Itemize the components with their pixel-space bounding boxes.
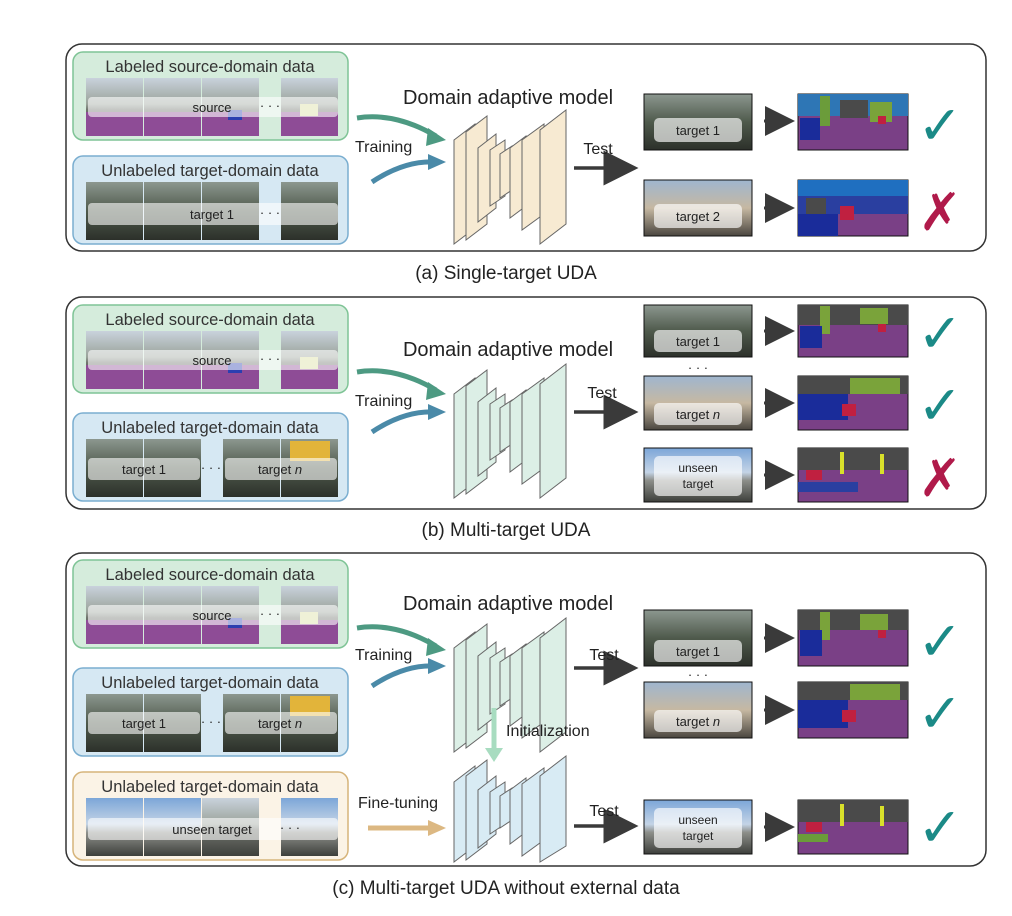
test-label: Test (589, 647, 619, 664)
target-training-arrow (370, 409, 437, 435)
test-label: Test (583, 141, 613, 158)
test-label: Test (587, 385, 617, 402)
finetuned-model-network (453, 754, 567, 864)
target-data-label: Unlabeled target-domain data (101, 162, 319, 180)
target-overlay-1: target 1 (122, 716, 166, 731)
segmentation-map-1 (797, 93, 909, 151)
test-image-label-line2: target (683, 829, 714, 843)
source-data-label: Labeled source-domain data (105, 311, 315, 329)
model-title: Domain adaptive model (403, 87, 613, 109)
ellipsis: · · · (260, 205, 280, 220)
check-mark: ✓ (917, 610, 962, 673)
test-image-label-line1: unseen (678, 461, 717, 475)
training-label: Training (355, 647, 412, 664)
test-label-2: Test (589, 803, 619, 820)
target-overlay-1: target 1 (122, 462, 166, 477)
initialization-label: Initialization (506, 723, 590, 740)
source-overlay: source (192, 353, 231, 368)
panel-a-frame (65, 43, 987, 252)
source-overlay: source (192, 608, 231, 623)
model-title: Domain adaptive model (403, 593, 613, 615)
segmentation-map-2 (797, 375, 909, 431)
target-data-label: Unlabeled target-domain data (101, 419, 319, 437)
panel-b-frame (65, 296, 987, 510)
caption-b: (b) Multi-target UDA (422, 520, 591, 541)
ellipsis: · · · (280, 820, 300, 835)
cross-mark: ✗ (918, 183, 962, 243)
test-image-label: target 1 (676, 123, 720, 138)
model-title: Domain adaptive model (403, 339, 613, 361)
training-label: Training (355, 139, 412, 156)
segmentation-map-3 (797, 799, 909, 855)
ellipsis: · · · (201, 714, 221, 729)
panel-c-frame (65, 552, 987, 867)
cross-mark: ✗ (918, 449, 962, 509)
test-image-label: target 1 (676, 644, 720, 659)
model-network (453, 108, 567, 246)
test-image-label: target 2 (676, 209, 720, 224)
target-overlay: target 1 (190, 207, 234, 222)
vertical-ellipsis: · · · (688, 667, 708, 682)
model-network (453, 362, 567, 500)
target-data-label: Unlabeled target-domain data (101, 674, 319, 692)
target-training-arrow (370, 663, 437, 689)
panel-a: Labeled source-domain data source · · · … (65, 43, 987, 284)
test-image-label-line1: unseen (678, 813, 717, 827)
vertical-ellipsis: · · · (688, 360, 708, 375)
source-training-arrow (356, 368, 438, 393)
caption-a: (a) Single-target UDA (415, 263, 597, 284)
check-mark: ✓ (917, 796, 962, 859)
test-image-label-line2: target (683, 477, 714, 491)
source-data-label: Labeled source-domain data (105, 566, 315, 584)
panel-c: Labeled source-domain data source · · · … (65, 552, 987, 899)
target-overlay-bg (88, 203, 338, 225)
panel-b: Labeled source-domain data source · · · … (65, 296, 987, 541)
test-image-label: target n (676, 714, 720, 729)
ellipsis: · · · (201, 460, 221, 475)
test-image-label: target n (676, 407, 720, 422)
check-mark: ✓ (917, 94, 962, 157)
segmentation-map-1 (797, 304, 909, 358)
segmentation-map-1 (797, 609, 909, 667)
ellipsis: · · · (260, 606, 280, 621)
segmentation-map-3 (797, 447, 909, 503)
caption-c: (c) Multi-target UDA without external da… (332, 878, 680, 899)
target-overlay-n: target n (258, 716, 302, 731)
source-overlay: source (192, 100, 231, 115)
ellipsis: · · · (260, 98, 280, 113)
test-image-label: target 1 (676, 334, 720, 349)
target-training-arrow (370, 159, 437, 185)
unseen-data-label: Unlabeled target-domain data (101, 778, 319, 796)
source-data-label: Labeled source-domain data (105, 58, 315, 76)
training-label: Training (355, 393, 412, 410)
check-mark: ✓ (917, 302, 962, 365)
segmentation-map-2 (797, 681, 909, 739)
unseen-overlay: unseen target (172, 822, 252, 837)
finetuning-label: Fine-tuning (358, 795, 438, 812)
check-mark: ✓ (917, 682, 962, 745)
check-mark: ✓ (917, 374, 962, 437)
segmentation-map-2 (797, 179, 909, 237)
target-overlay-n: target n (258, 462, 302, 477)
source-training-arrow (356, 114, 438, 139)
source-training-arrow (356, 624, 438, 649)
source-overlay-bg (88, 97, 338, 117)
ellipsis: · · · (260, 351, 280, 366)
